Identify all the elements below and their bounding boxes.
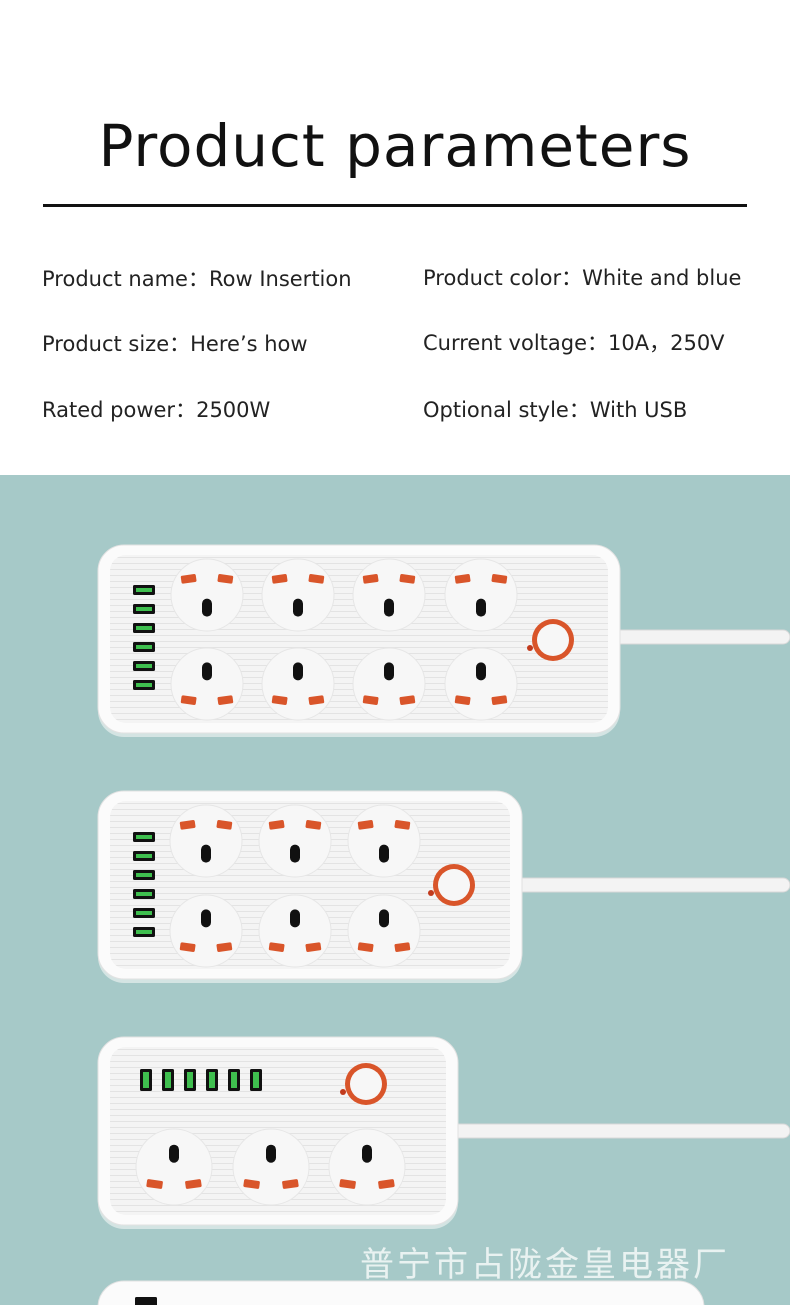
- socket-outlet: [261, 558, 335, 632]
- socket-outlet: [352, 647, 426, 721]
- param-label: Product name: [42, 267, 209, 291]
- socket-outlet: [258, 804, 332, 878]
- param-value: 2500W: [196, 398, 271, 422]
- socket-outlet: [261, 647, 335, 721]
- param-label: Rated power: [42, 398, 196, 422]
- param-product-size: Product sizeHere’s how: [42, 328, 308, 358]
- socket-outlet: [258, 894, 332, 968]
- socket-outlet: [444, 558, 518, 632]
- socket-outlet: [328, 1128, 406, 1206]
- socket-outlet: [444, 647, 518, 721]
- power-strip: [97, 790, 790, 983]
- socket-outlet: [135, 1128, 213, 1206]
- usb-port: [135, 1297, 157, 1305]
- indicator-led: [340, 1089, 346, 1095]
- socket-outlet: [347, 894, 421, 968]
- page-title: Product parameters: [98, 112, 692, 180]
- param-label: Current voltage: [423, 331, 608, 355]
- power-cord: [609, 629, 790, 645]
- param-optional-style: Optional styleWith USB: [423, 394, 687, 424]
- power-strip: [97, 1280, 705, 1305]
- product-photo: 普宁市占陇金皇电器厂: [0, 475, 790, 1305]
- param-current-voltage: Current voltage10A，250V: [423, 327, 725, 357]
- param-label: Product color: [423, 266, 582, 290]
- indicator-led: [428, 890, 434, 896]
- param-value: 10A，250V: [608, 331, 725, 355]
- param-value: Row Insertion: [208, 267, 352, 291]
- param-value: White and blue: [582, 266, 742, 290]
- socket-outlet: [347, 804, 421, 878]
- param-product-color: Product colorWhite and blue: [423, 262, 741, 292]
- param-value: With USB: [589, 398, 688, 422]
- socket-outlet: [170, 558, 244, 632]
- param-label: Optional style: [423, 398, 590, 422]
- watermark: 普宁市占陇金皇电器厂: [360, 1245, 730, 1285]
- power-strip: [97, 544, 790, 737]
- socket-outlet: [169, 894, 243, 968]
- param-label: Product size: [42, 332, 190, 356]
- power-strip: [97, 1036, 790, 1229]
- socket-outlet: [232, 1128, 310, 1206]
- param-rated-power: Rated power2500W: [42, 394, 270, 424]
- power-cord: [447, 1123, 790, 1139]
- power-cord: [511, 877, 790, 893]
- socket-outlet: [352, 558, 426, 632]
- param-product-name: Product nameRow Insertion: [42, 263, 352, 293]
- socket-outlet: [169, 804, 243, 878]
- socket-outlet: [170, 647, 244, 721]
- indicator-led: [527, 645, 533, 651]
- title-divider: [43, 204, 747, 207]
- param-value: Here’s how: [190, 332, 308, 356]
